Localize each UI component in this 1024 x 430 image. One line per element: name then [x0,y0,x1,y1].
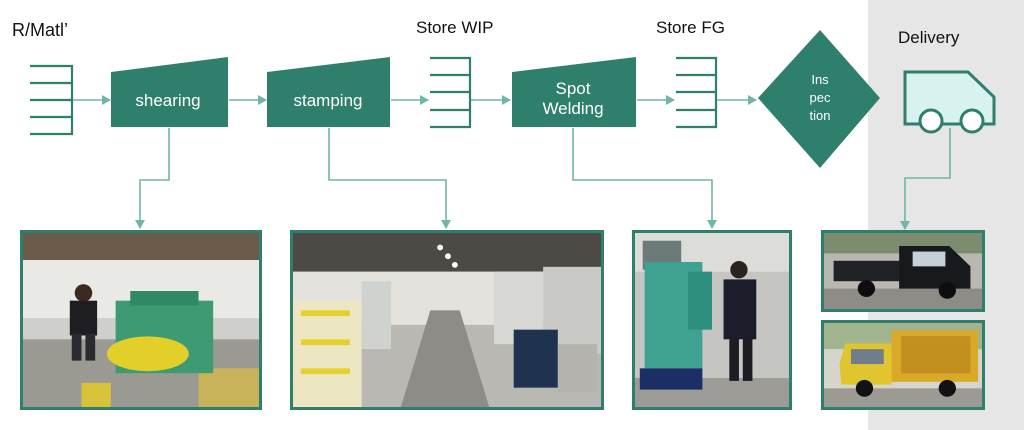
delivery-label: Delivery [898,28,960,47]
inventory-triangle-icon [676,56,718,129]
inspection-label-line2: pec [810,90,831,105]
delivery-truck-photo [821,320,985,410]
inspection-label-line3: tion [810,108,831,123]
shearing-label: shearing [135,91,200,110]
inventory-triangle-icon [430,56,472,129]
process-stamping-box [267,57,390,127]
stamping-photo [290,230,604,410]
delivery-pickup-photo [821,230,985,312]
shearing-photo [20,230,262,410]
spot-welding-photo [632,230,792,410]
process-spot-welding-box [512,57,636,127]
inspection-label-line1: Ins [811,72,829,87]
process-inspection-diamond [758,30,880,168]
raw-material-label: R/Matl’ [12,20,69,40]
spot-welding-label-line1: Spot [556,79,591,98]
photo-connectors [135,128,951,230]
inventory-triangle-icon [30,64,74,136]
store-fg-label: Store FG [656,18,725,37]
stamping-label: stamping [294,91,363,110]
truck-icon [903,70,996,134]
store-wip-label: Store WIP [416,18,494,37]
process-shearing-box [111,57,228,127]
spot-welding-label-line2: Welding [542,99,603,118]
